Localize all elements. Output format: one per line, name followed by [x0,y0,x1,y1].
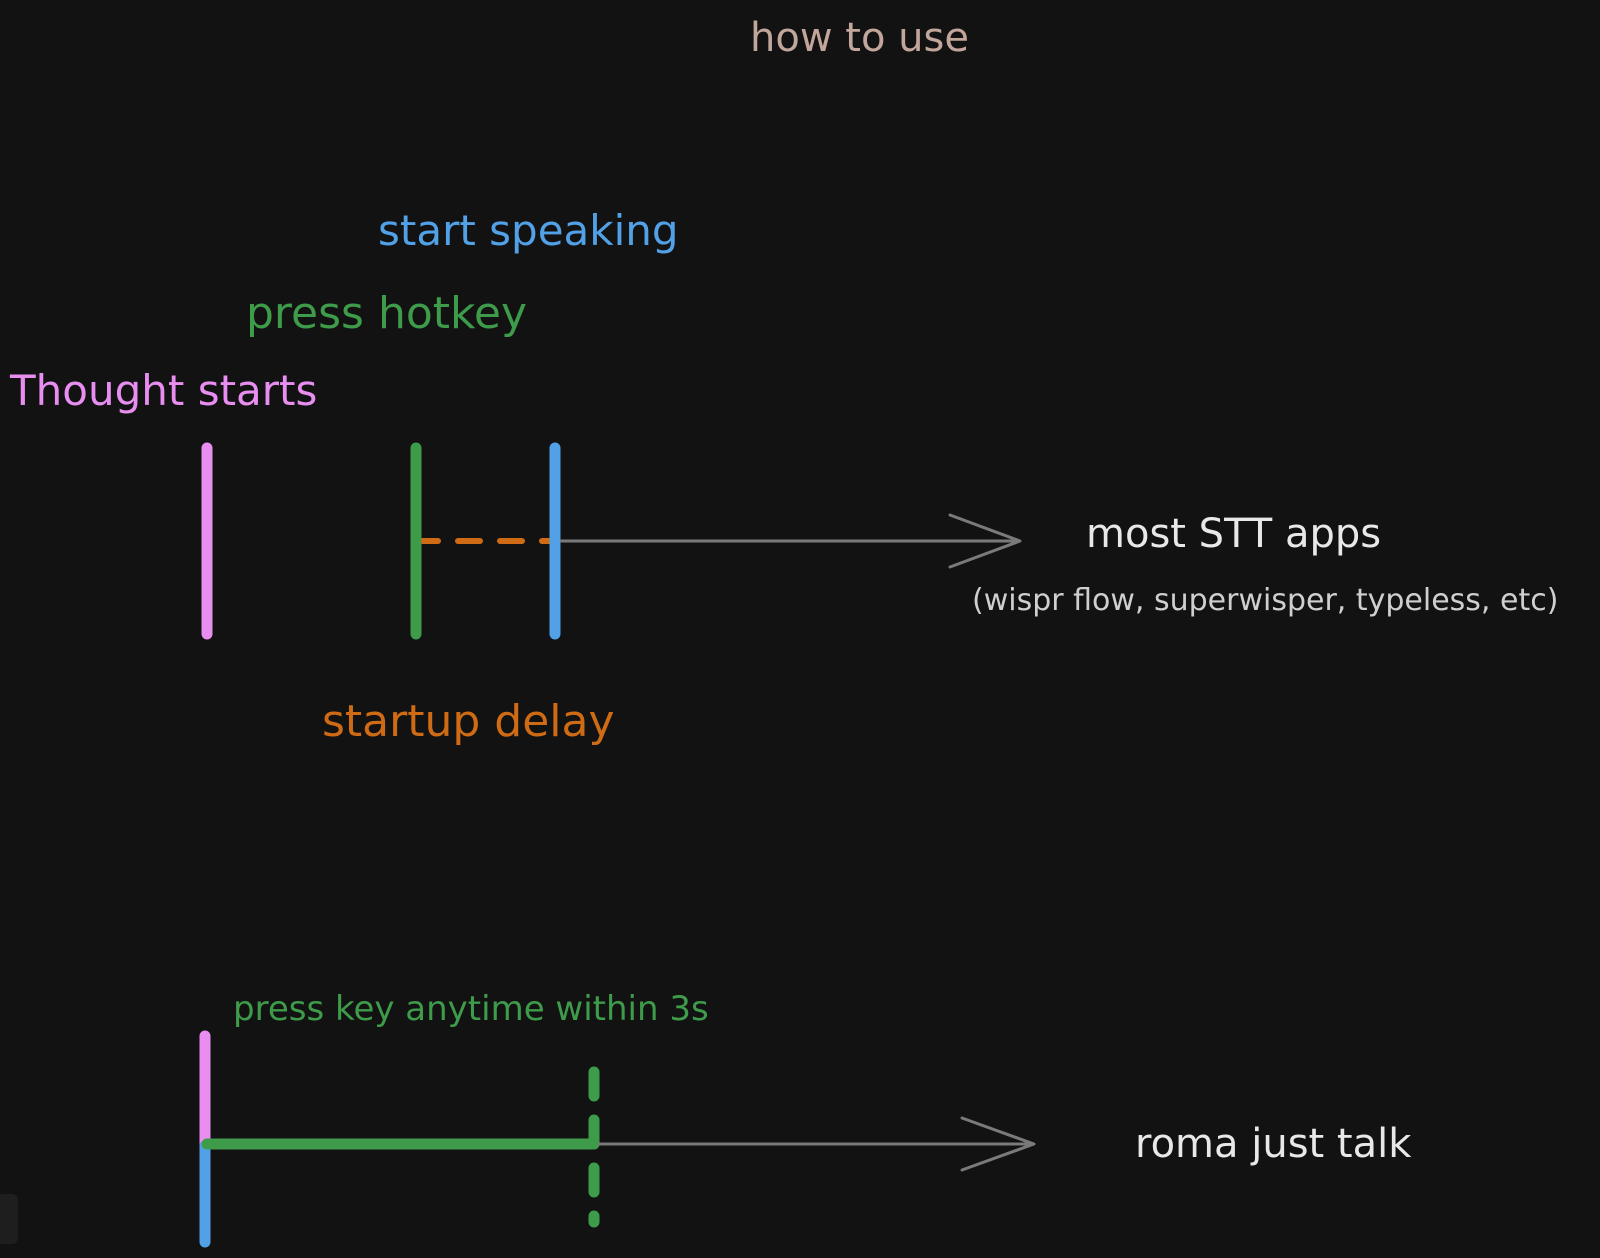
press-key-anytime-label: press key anytime within 3s [233,989,709,1029]
most-stt-apps-label: most STT apps [1086,511,1382,557]
canvas-corner-handle[interactable] [0,1194,18,1244]
roma-just-talk-label: roma just talk [1135,1121,1412,1167]
top-arrow-head [948,513,1022,569]
startup-delay-label: startup delay [322,696,615,747]
start-speaking-label: start speaking [378,206,679,255]
press-hotkey-label: press hotkey [246,288,528,339]
bottom-arrow-head [960,1116,1036,1172]
page-title: how to use [750,15,969,61]
most-stt-apps-examples: (wispr flow, superwisper, typeless, etc) [972,583,1559,618]
thought-starts-label: Thought starts [10,366,318,415]
